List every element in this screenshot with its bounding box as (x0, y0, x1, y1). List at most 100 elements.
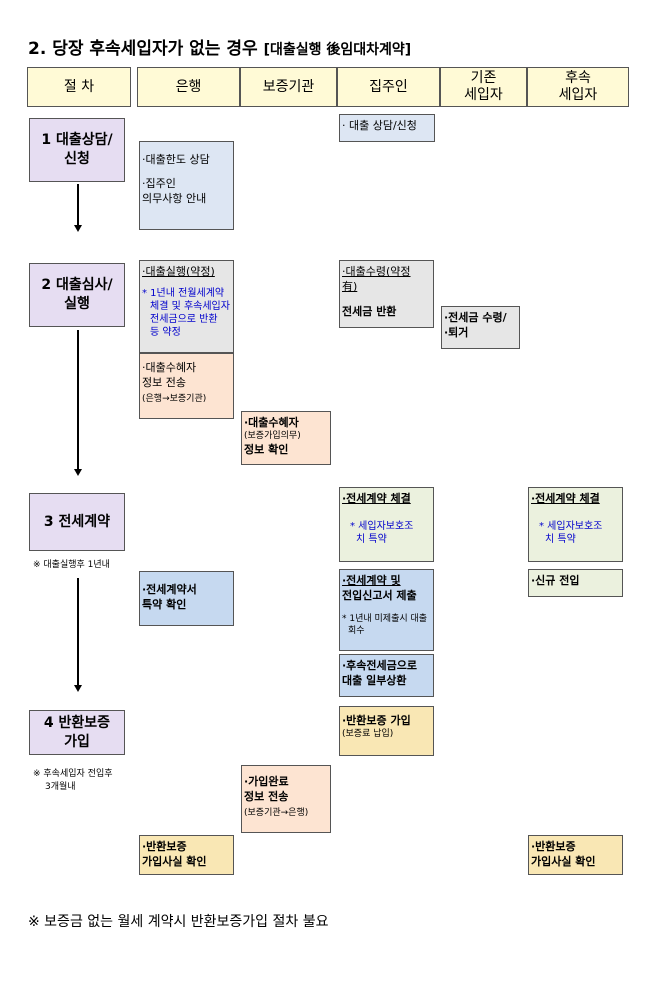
landlord-contract-note-2: 치 특약 (356, 534, 387, 545)
next-tenant-movein-text: ·신규 전입 (531, 574, 580, 587)
header-bank: 은행 (137, 67, 240, 107)
guarantor-check-box: ·대출수혜자 (보증가입의무) 정보 확인 (241, 411, 331, 465)
landlord-contract-box: ·전세계약 체결 * 세입자보호조 치 특약 (339, 487, 434, 562)
step-1-line1: 1 대출상담/ (41, 132, 113, 148)
guarantor-check-text-2: (보증가입의무) (244, 431, 301, 441)
bank-send-text-2: 정보 전송 (142, 376, 186, 389)
landlord-submit-box: ·전세계약 및 전입신고서 제출 * 1년내 미제출시 대출 회수 (339, 569, 434, 651)
bank-guarantee-check-text-1: ·반환보증 (142, 840, 187, 853)
landlord-contract-text: ·전세계약 체결 (342, 492, 411, 505)
existing-tenant-receive-box: ·전세금 수령/ ·퇴거 (441, 306, 520, 349)
bank-verify-text-1: ·전세계약서 (142, 583, 197, 596)
bank-verify-box: ·전세계약서 특약 확인 (139, 571, 234, 626)
bank-verify-text-2: 특약 확인 (142, 598, 187, 611)
header-existing-tenant-line1: 기존 (470, 70, 497, 86)
header-landlord-label: 집주인 (369, 78, 408, 95)
landlord-repay-box: ·후속전세금으로 대출 일부상환 (339, 654, 434, 697)
step-3-contract: 3 전세계약 (29, 493, 125, 551)
landlord-return-text: 전세금 반환 (342, 305, 397, 318)
next-tenant-guarantee-check-box: ·반환보증 가입사실 확인 (528, 835, 623, 875)
next-tenant-contract-note-2: 치 특약 (545, 534, 576, 545)
bank-exec-text: ·대출실행(약정) (142, 265, 215, 278)
flow-arrow-line-3 (77, 578, 79, 686)
landlord-receive-text-2: 有) (342, 280, 358, 293)
flow-arrow-head-2 (74, 469, 82, 476)
guarantor-done-text-3: (보증기관→은행) (244, 808, 309, 818)
header-landlord: 집주인 (337, 67, 440, 107)
bank-exec-note-2: 체결 및 후속세입자 (150, 301, 230, 312)
bank-duty-text-2: 의무사항 안내 (142, 192, 207, 205)
guarantor-done-text-1: ·가입완료 (244, 775, 289, 788)
step-3-note: ※ 대출실행후 1년내 (33, 560, 110, 570)
bank-guarantee-check-box: ·반환보증 가입사실 확인 (139, 835, 234, 875)
header-next-tenant-line1: 후속 (565, 70, 591, 86)
flow-arrow-head-1 (74, 225, 82, 232)
step-2-line2: 실행 (64, 296, 90, 312)
step-4-note: ※ 후속세입자 전입후 3개월내 (33, 768, 113, 794)
landlord-submit-note-2: 회수 (348, 626, 365, 636)
bank-exec-note-1: * 1년내 전월세계약 (142, 288, 225, 299)
bank-duty-text-1: ·집주인 (142, 177, 176, 190)
landlord-receive-box: ·대출수령(약정 有) 전세금 반환 (339, 260, 434, 328)
landlord-submit-text-2: 전입신고서 제출 (342, 589, 417, 602)
header-guarantor-label: 보증기관 (262, 78, 315, 95)
next-tenant-movein-box: ·신규 전입 (528, 569, 623, 597)
step-4-note-line1: ※ 후속세입자 전입후 (33, 769, 113, 779)
header-next-tenant: 후속 세입자 (527, 67, 629, 107)
landlord-guarantee-box: ·반환보증 가입 (보증료 납입) (339, 706, 434, 756)
guarantor-check-text-3: 정보 확인 (244, 443, 289, 456)
landlord-guarantee-text-2: (보증료 납입) (342, 729, 394, 739)
bank-consult-box: ·대출한도 상담 ·집주인 의무사항 안내 (139, 141, 234, 230)
guarantor-done-text-2: 정보 전송 (244, 790, 289, 803)
header-existing-tenant-line2: 세입자 (464, 87, 503, 103)
step-4-line2: 가입 (64, 733, 90, 750)
next-tenant-contract-note-1: * 세입자보호조 (539, 521, 603, 532)
guarantor-check-text-1: ·대출수혜자 (244, 416, 299, 429)
landlord-submit-text-1: ·전세계약 및 (342, 574, 401, 587)
footer-note: ※ 보증금 없는 월세 계약시 반환보증가입 절차 불요 (28, 914, 329, 930)
landlord-contract-note-1: * 세입자보호조 (350, 521, 414, 532)
header-guarantor: 보증기관 (240, 67, 337, 107)
page-title: 2. 당장 후속세입자가 없는 경우 [대출실행 後임대차계약] (28, 34, 411, 59)
landlord-consult-box: · 대출 상담/신청 (339, 114, 435, 142)
existing-tenant-receive-text-2: ·퇴거 (444, 326, 469, 339)
title-main: 2. 당장 후속세입자가 없는 경우 (28, 39, 258, 59)
flow-arrow-head-3 (74, 685, 82, 692)
step-4-line1: 4 반환보증 (43, 714, 111, 731)
bank-guarantee-check-text-2: 가입사실 확인 (142, 855, 207, 868)
next-tenant-guarantee-check-text-1: ·반환보증 (531, 840, 576, 853)
title-subtitle: [대출실행 後임대차계약] (263, 42, 412, 58)
step-3-label: 3 전세계약 (43, 513, 111, 530)
header-bank-label: 은행 (175, 78, 202, 95)
bank-send-text-3: (은행→보증기관) (142, 394, 207, 404)
landlord-guarantee-text-1: ·반환보증 가입 (342, 714, 411, 727)
landlord-receive-text-1: ·대출수령(약정 (342, 265, 411, 278)
step-4-guarantee: 4 반환보증 가입 (29, 710, 125, 755)
bank-send-text-1: ·대출수혜자 (142, 361, 197, 374)
step-2-line1: 2 대출심사/ (41, 277, 113, 293)
flow-arrow-line-1 (77, 184, 79, 226)
step-1-consult: 1 대출상담/ 신청 (29, 118, 125, 182)
bank-limit-text: ·대출한도 상담 (142, 153, 210, 166)
guarantor-done-box: ·가입완료 정보 전송 (보증기관→은행) (241, 765, 331, 833)
step-4-note-line2: 3개월내 (45, 782, 76, 792)
header-existing-tenant: 기존 세입자 (440, 67, 527, 107)
next-tenant-guarantee-check-text-2: 가입사실 확인 (531, 855, 596, 868)
step-1-line2: 신청 (64, 151, 90, 167)
landlord-repay-text-2: 대출 일부상환 (342, 674, 407, 687)
next-tenant-contract-text: ·전세계약 체결 (531, 492, 600, 505)
landlord-submit-note-1: * 1년내 미제출시 대출 (342, 614, 428, 624)
bank-exec-box: ·대출실행(약정) * 1년내 전월세계약 체결 및 후속세입자 전세금으로 반… (139, 260, 234, 353)
header-procedure: 절 차 (27, 67, 131, 107)
header-procedure-label: 절 차 (63, 78, 95, 95)
landlord-consult-text: · 대출 상담/신청 (342, 119, 417, 132)
landlord-repay-text-1: ·후속전세금으로 (342, 659, 418, 672)
bank-exec-note-4: 등 약정 (150, 327, 181, 338)
existing-tenant-receive-text-1: ·전세금 수령/ (444, 311, 507, 324)
bank-exec-note-3: 전세금으로 반환 (150, 314, 218, 325)
header-next-tenant-line2: 세입자 (558, 87, 598, 103)
flow-arrow-line-2 (77, 330, 79, 470)
next-tenant-contract-box: ·전세계약 체결 * 세입자보호조 치 특약 (528, 487, 623, 562)
step-2-review: 2 대출심사/ 실행 (29, 263, 125, 327)
bank-send-box: ·대출수혜자 정보 전송 (은행→보증기관) (139, 353, 234, 419)
